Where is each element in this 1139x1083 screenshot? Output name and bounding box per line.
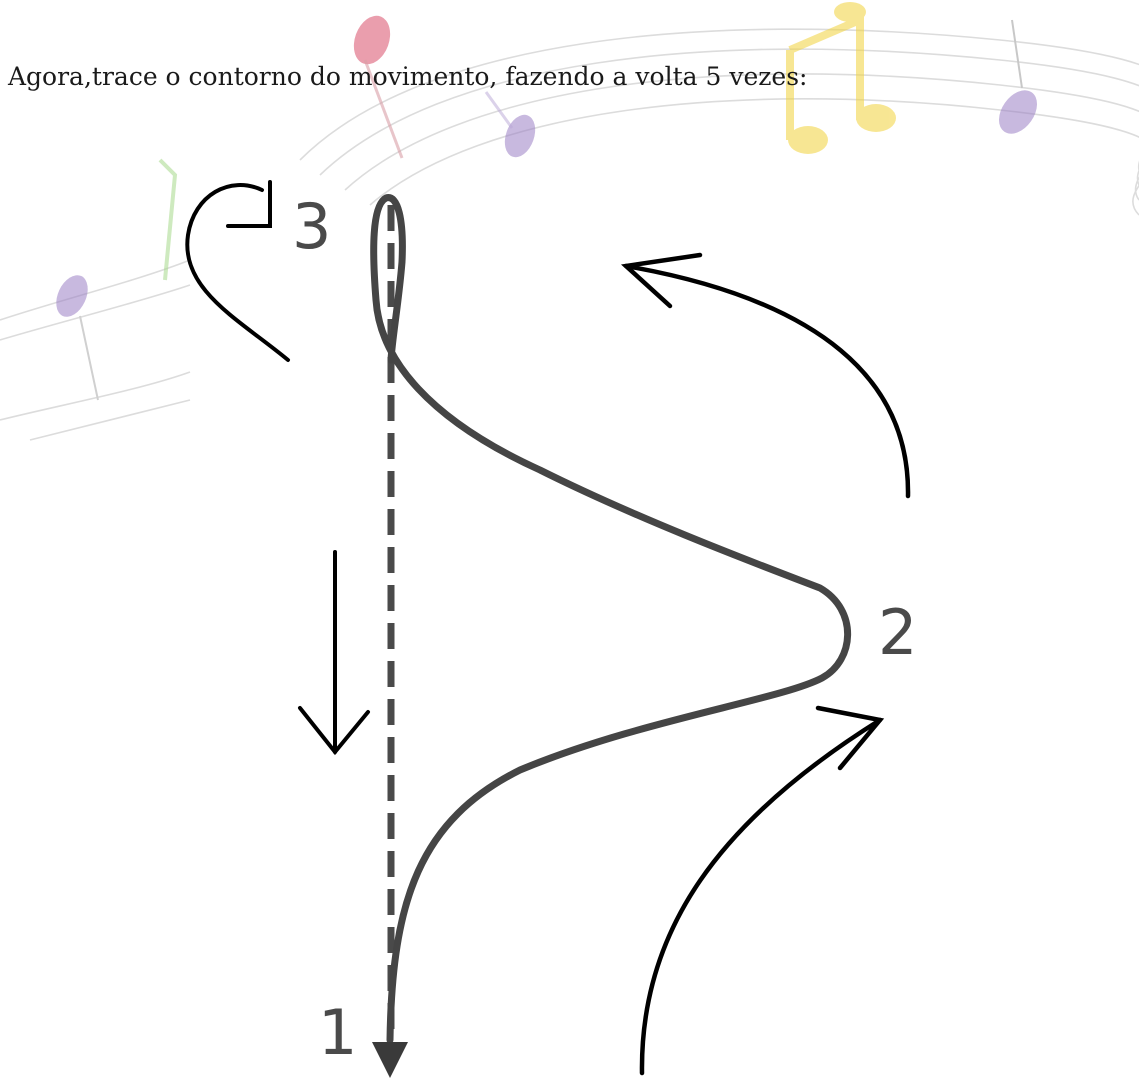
curved-arrow-icon — [642, 708, 880, 1073]
beat-label-2: 2 — [878, 602, 917, 664]
beat-label-3: 3 — [292, 196, 331, 258]
down-arrow-icon — [300, 552, 368, 752]
beat-label-1: 1 — [318, 1002, 357, 1064]
instruction-text: Agora,trace o contorno do movimento, faz… — [8, 62, 807, 91]
path-arrowhead — [372, 1042, 408, 1078]
beat-path — [374, 198, 848, 1040]
curved-arrow-icon — [626, 255, 908, 496]
turn-arrow-icon — [187, 182, 288, 360]
